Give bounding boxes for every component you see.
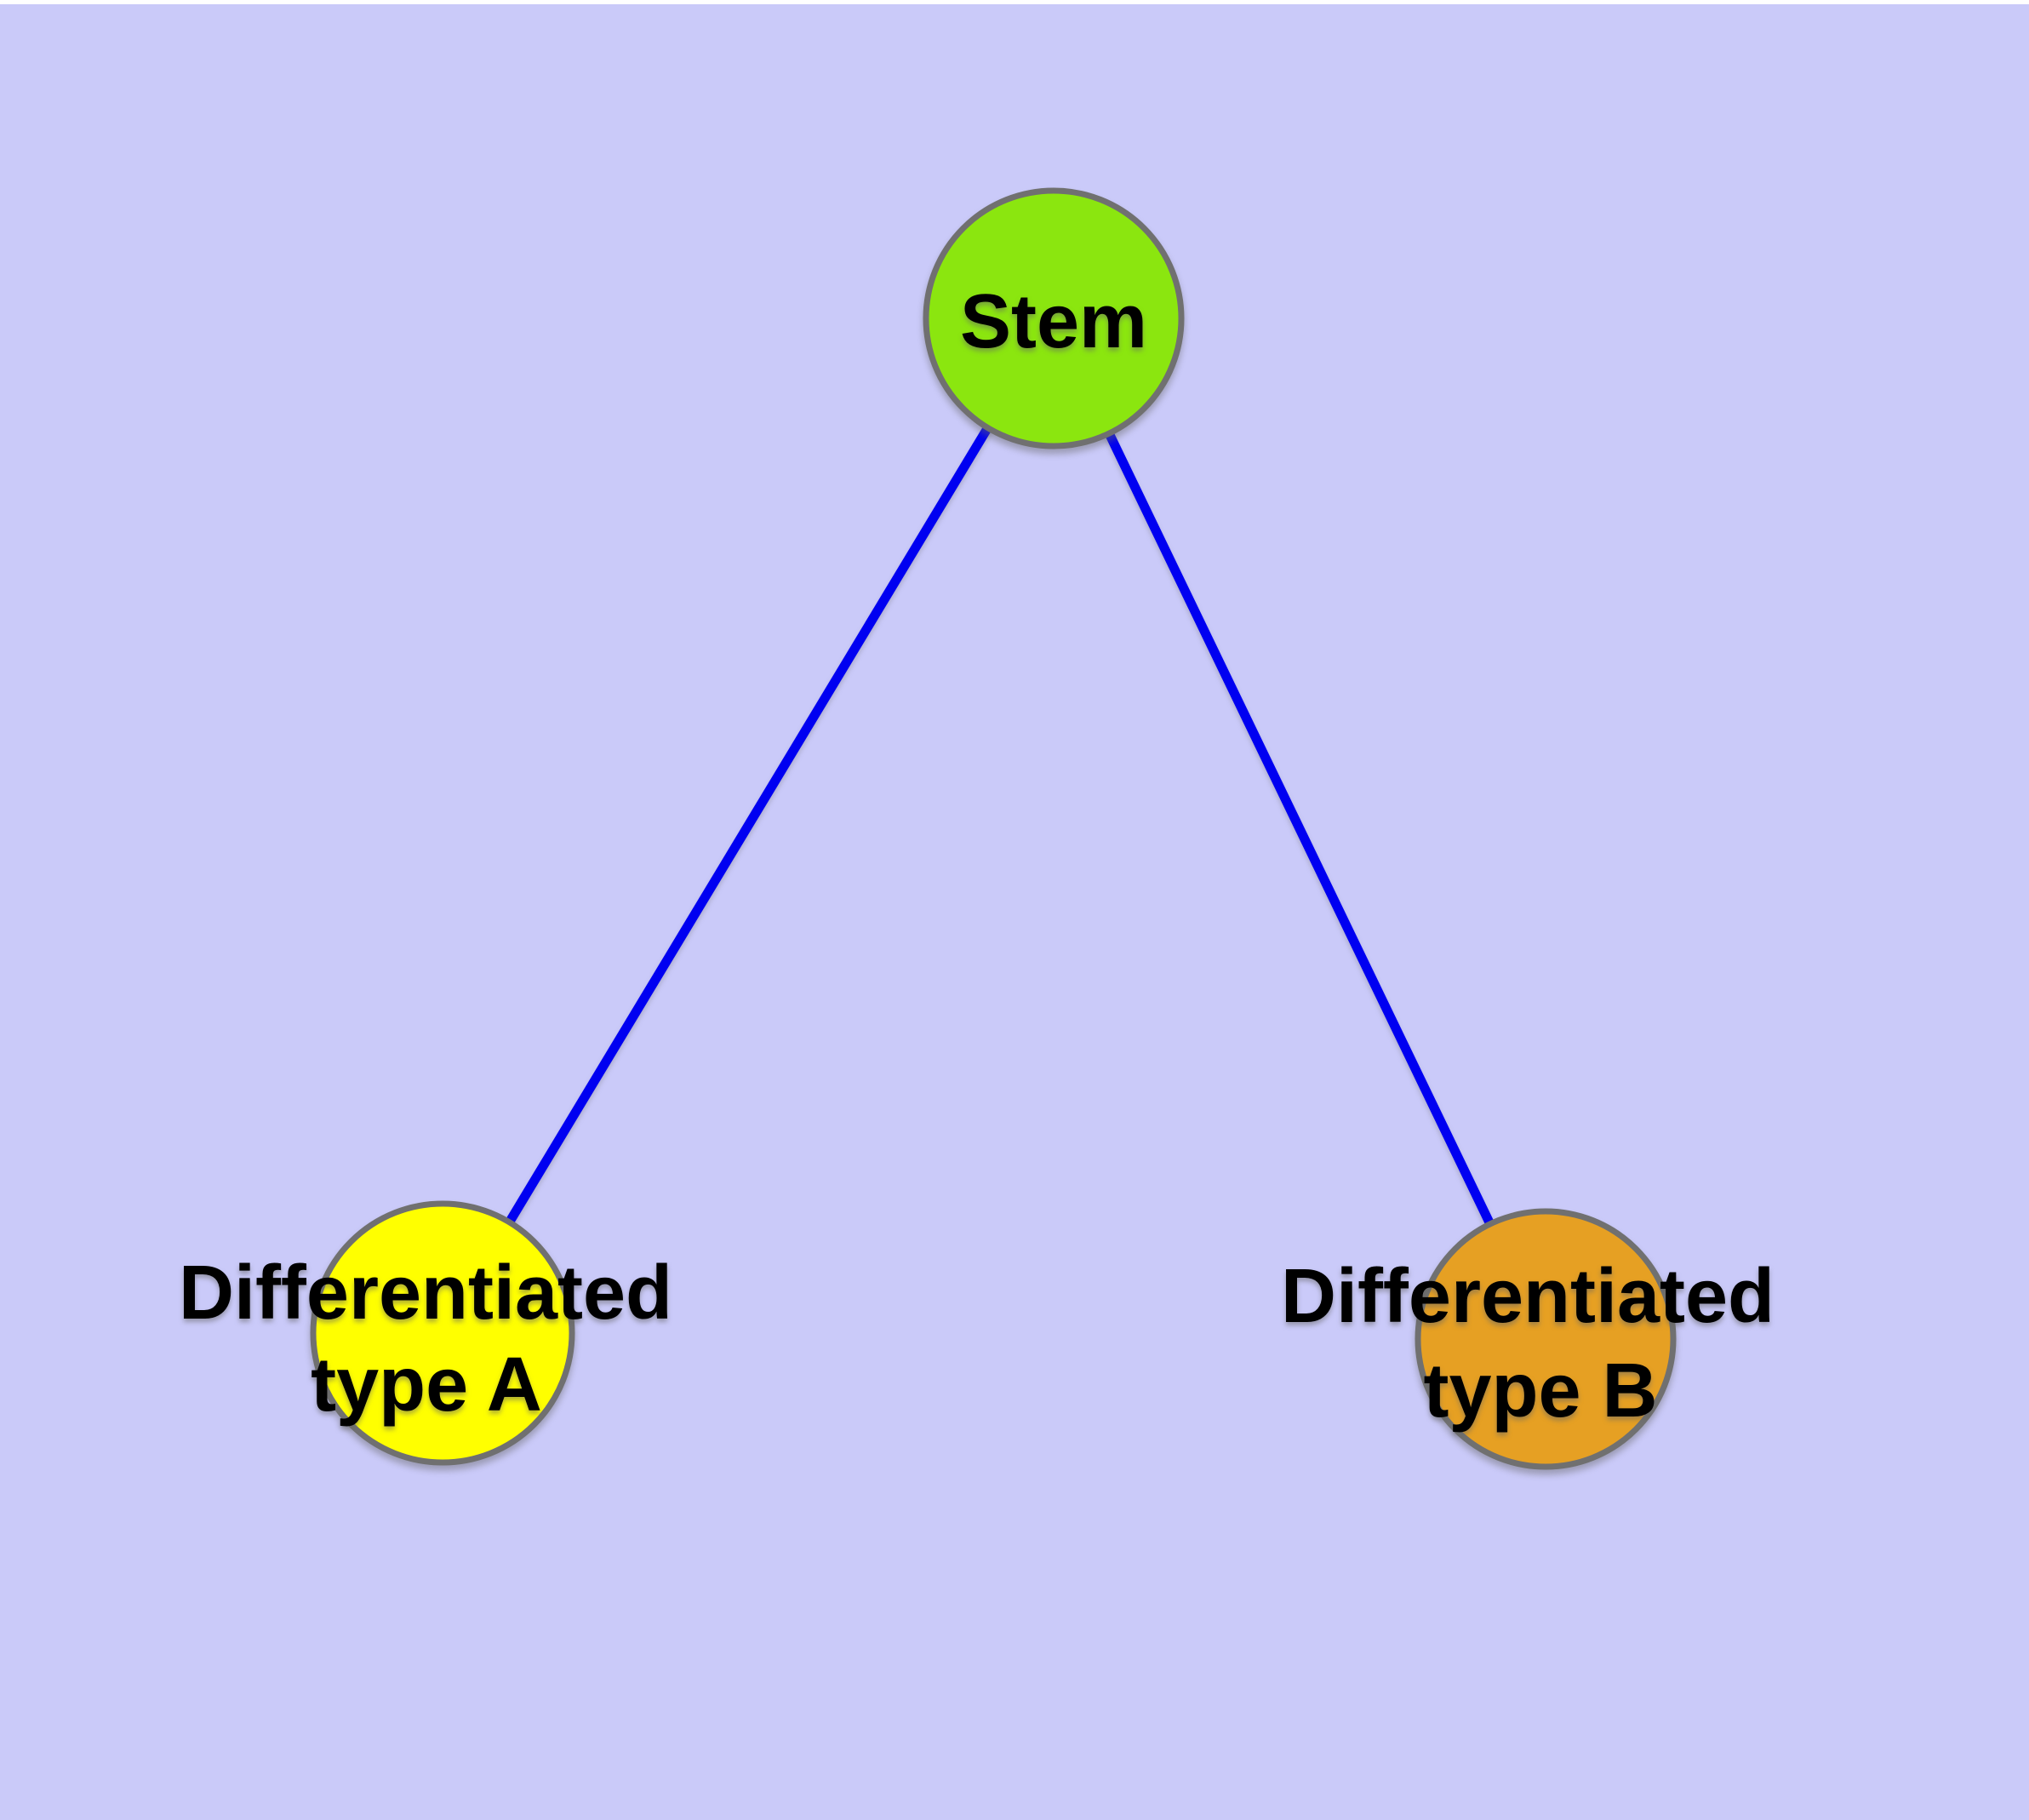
node-stem: Stem (923, 187, 1185, 449)
node-differentiated-type-b-circle (1415, 1208, 1677, 1470)
node-differentiated-type-a-circle (310, 1200, 575, 1466)
node-differentiated-type-b-label-line1: Differentiated (1281, 1254, 1775, 1339)
node-stem-circle (923, 187, 1185, 449)
node-differentiated-type-b: Differentiated type B (1281, 1208, 1775, 1470)
edge-stem-to-type-a (438, 316, 1058, 1336)
node-differentiated-type-b-label-line2: type B (1423, 1348, 1657, 1434)
node-differentiated-type-a: Differentiated type A (179, 1200, 672, 1466)
node-differentiated-type-a-label-line1: Differentiated (179, 1251, 672, 1336)
edge-stem-to-type-b (1049, 316, 1550, 1342)
node-differentiated-type-a-label-line2: type A (311, 1342, 542, 1428)
node-stem-label: Stem (960, 279, 1147, 364)
top-white-strip (0, 0, 2029, 4)
